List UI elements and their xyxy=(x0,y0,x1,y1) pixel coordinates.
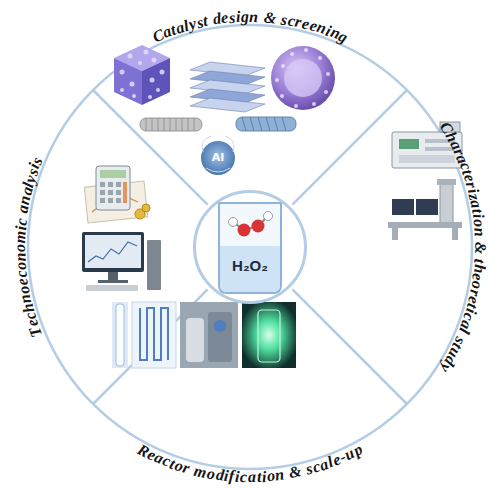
heading-letter: o xyxy=(11,244,29,252)
heading-letter: o xyxy=(11,261,30,270)
sector-heading: Catalyst design & screening xyxy=(40,0,460,205)
heading-letter: n xyxy=(249,8,258,26)
icon-label: AI xyxy=(206,151,230,164)
quadrant-sector: Technoeconomic analysis xyxy=(0,40,208,454)
center-circle: H₂O₂ xyxy=(193,190,307,304)
heading-letter: i xyxy=(235,468,240,486)
heading-letter: g xyxy=(241,8,249,26)
sector-heading: Characterization & theoretical study xyxy=(292,40,500,454)
heading-letter: i xyxy=(261,467,267,485)
quadrant-sector: Characterization & theoretical study xyxy=(292,40,500,454)
heading-letter: d xyxy=(215,466,225,485)
heading-letter: s xyxy=(228,8,236,26)
heading-letter: t xyxy=(256,468,261,486)
heading-letter: & xyxy=(471,242,489,255)
heading-letter: n xyxy=(274,466,285,485)
heading-letter: c xyxy=(240,468,248,486)
heading-letter xyxy=(471,237,489,242)
heading-letter xyxy=(259,8,264,26)
heading-letter: n xyxy=(470,227,489,237)
quadrant-sector: Catalyst design & screening xyxy=(40,0,460,205)
formula-text: H₂O₂ xyxy=(196,257,304,274)
heading-letter: t xyxy=(470,259,488,265)
heading-letter: o xyxy=(469,218,488,228)
heading-letter: h xyxy=(470,263,489,274)
heading-letter: a xyxy=(248,468,256,486)
sector-heading: Reactor modification & scale-up xyxy=(40,286,460,491)
sector-heading: Technoeconomic analysis xyxy=(0,40,208,454)
heading-letter: i xyxy=(235,8,240,26)
heading-letter: c xyxy=(12,217,31,226)
heading-letter: f xyxy=(229,467,236,485)
heading-letter: & xyxy=(263,8,277,27)
heading-letter: e xyxy=(220,9,229,28)
heading-letter: n xyxy=(11,252,29,262)
heading-letter: & xyxy=(287,462,303,482)
quadrant-sector: Reactor modification & scale-up xyxy=(40,286,460,491)
heading-letter: o xyxy=(266,467,276,486)
heading-letter: m xyxy=(11,230,30,243)
heading-letter xyxy=(471,254,489,259)
